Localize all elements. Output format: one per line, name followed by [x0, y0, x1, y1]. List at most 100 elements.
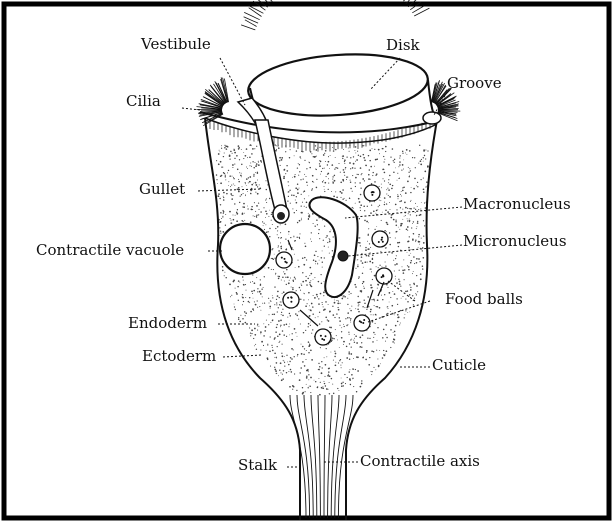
- stipple-dot: [373, 172, 374, 173]
- stipple-dot: [410, 253, 411, 254]
- stipple-dot: [384, 197, 386, 199]
- stipple-dot: [360, 207, 361, 208]
- stipple-dot: [246, 185, 247, 186]
- stipple-dot: [285, 277, 286, 278]
- stipple-dot: [316, 219, 318, 221]
- stipple-dot: [221, 175, 222, 176]
- stipple-dot: [334, 356, 335, 357]
- stipple-dot: [321, 257, 323, 259]
- label-endoderm: Endoderm: [128, 316, 207, 331]
- stipple-dot: [395, 219, 396, 220]
- stipple-dot: [279, 297, 280, 298]
- stipple-dot: [418, 236, 419, 237]
- stipple-dot: [399, 229, 400, 230]
- stipple-dot: [344, 159, 346, 161]
- stipple-dot: [252, 281, 253, 282]
- stipple-dot: [303, 192, 304, 193]
- stipple-dot: [349, 162, 351, 164]
- stipple-dot: [266, 350, 267, 351]
- stipple-dot: [274, 357, 275, 358]
- stipple-dot: [393, 260, 394, 261]
- stipple-dot: [408, 213, 409, 214]
- stipple-dot: [278, 147, 280, 149]
- stipple-dot: [274, 338, 276, 340]
- stipple-dot: [368, 228, 369, 229]
- stipple-dot: [304, 190, 306, 192]
- stipple-dot: [402, 187, 403, 188]
- stipple-dot: [281, 353, 282, 354]
- stipple-dot: [226, 148, 228, 150]
- stipple-dot: [393, 160, 394, 161]
- stipple-dot: [289, 157, 290, 158]
- stipple-dot: [400, 323, 401, 324]
- stipple-dot: [275, 144, 276, 145]
- stipple-dot: [398, 178, 399, 179]
- stipple-dot: [409, 284, 410, 285]
- stipple-dot: [319, 323, 320, 324]
- stipple-dot: [315, 226, 316, 227]
- stipple-dot: [299, 188, 300, 189]
- stipple-dot: [296, 202, 298, 204]
- stipple-dot: [334, 180, 336, 182]
- stipple-dot: [253, 215, 254, 216]
- stipple-dot: [313, 182, 314, 183]
- stipple-dot: [350, 322, 351, 323]
- stipple-dot: [246, 178, 248, 180]
- food-ball-speck: [371, 194, 373, 196]
- stipple-dot: [421, 238, 422, 239]
- stipple-dot: [276, 357, 277, 358]
- stipple-dot: [329, 239, 330, 240]
- stipple-dot: [350, 320, 351, 321]
- stipple-dot: [297, 192, 299, 194]
- stipple-dot: [309, 309, 310, 310]
- stipple-dot: [374, 229, 375, 230]
- stipple-dot: [358, 296, 359, 297]
- stipple-dot: [319, 238, 320, 239]
- stipple-dot: [324, 186, 325, 187]
- stipple-dot: [420, 179, 421, 180]
- stipple-dot: [358, 155, 359, 156]
- stipple-dot: [378, 285, 379, 286]
- stipple-dot: [269, 314, 270, 315]
- stipple-dot: [329, 253, 330, 254]
- stipple-dot: [418, 163, 419, 164]
- stipple-dot: [359, 337, 361, 339]
- stipple-dot: [409, 219, 410, 220]
- stipple-dot: [289, 335, 290, 336]
- stipple-dot: [355, 152, 356, 153]
- stipple-dot: [306, 376, 308, 378]
- stipple-dot: [272, 258, 273, 259]
- stipple-dot: [395, 276, 396, 277]
- stipple-dot: [319, 394, 321, 396]
- stipple-dot: [260, 284, 261, 285]
- stipple-dot: [360, 386, 362, 388]
- stipple-dot: [409, 294, 411, 296]
- stipple-dot: [364, 210, 365, 211]
- stipple-dot: [386, 247, 387, 248]
- stipple-dot: [308, 387, 309, 388]
- stipple-dot: [355, 186, 356, 187]
- stipple-dot: [220, 182, 222, 184]
- stipple-dot: [243, 280, 244, 281]
- stipple-dot: [395, 325, 397, 327]
- stipple-dot: [373, 332, 375, 334]
- stipple-dot: [347, 324, 348, 325]
- stipple-dot: [306, 207, 307, 208]
- stipple-dot: [349, 294, 350, 295]
- stipple-dot: [260, 293, 262, 295]
- stipple-dot: [356, 174, 357, 175]
- stipple-dot: [245, 195, 246, 196]
- stipple-dot: [238, 187, 240, 189]
- stipple-dot: [231, 195, 232, 196]
- stipple-dot: [397, 173, 398, 174]
- stipple-dot: [362, 283, 363, 284]
- label-contractile-axis: Contractile axis: [360, 454, 480, 469]
- stipple-dot: [294, 176, 296, 178]
- stipple-dot: [378, 206, 379, 207]
- stipple-dot: [372, 148, 373, 149]
- stipple-dot: [360, 204, 362, 206]
- stipple-dot: [274, 304, 275, 305]
- stipple-dot: [297, 237, 298, 238]
- stipple-dot: [326, 235, 328, 237]
- stipple-dot: [369, 169, 371, 171]
